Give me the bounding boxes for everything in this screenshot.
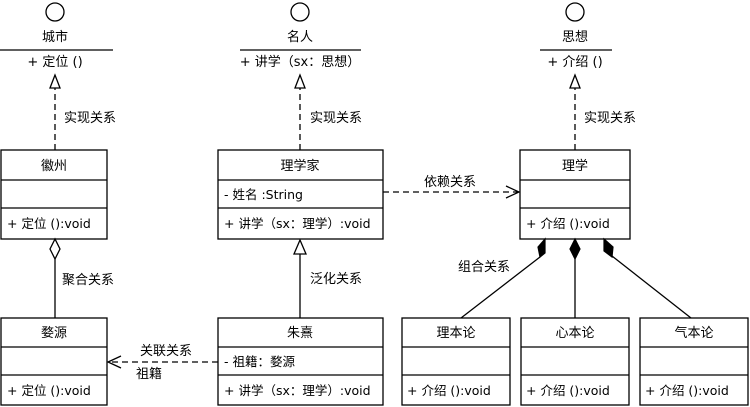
class-box [217, 317, 384, 406]
composition-diamond-right [603, 237, 614, 259]
composition-lixue-parts: 组合关系 [458, 237, 692, 319]
class-zhuxi: 朱熹 - 祖籍：婺源 + 讲学（sx：理学）:void [217, 317, 384, 406]
realization-lixue-thought: 实现关系 [569, 73, 636, 150]
realization-arrowhead [294, 73, 306, 89]
interface-name: 思想 [562, 29, 588, 45]
class-box [0, 317, 108, 406]
realization-label: 实现关系 [584, 111, 636, 126]
class-name: 心本论 [555, 326, 594, 341]
class-xinbenlun: 心本论 + 介绍 ():void [520, 317, 630, 406]
class-name: 气本论 [674, 325, 713, 341]
class-box [520, 317, 630, 406]
composition-diamond-middle [569, 237, 581, 261]
class-box [217, 149, 384, 240]
association-arrowhead [106, 355, 122, 369]
class-libenlun: 理本论 + 介绍 ():void [401, 317, 511, 406]
realization-lixuejia-celebrity: 实现关系 [294, 73, 362, 150]
interface-operation: + 定位 () [27, 55, 82, 70]
association-role: 祖籍 [136, 366, 162, 382]
class-name: 理学家 [280, 158, 319, 174]
class-operation: + 介绍 ():void [526, 383, 610, 398]
interface-celebrity: 名人 + 讲学（sx：思想） [240, 2, 361, 70]
class-operation: + 介绍 ():void [526, 216, 610, 231]
class-box [401, 317, 511, 406]
class-name: 理学 [562, 158, 588, 174]
class-operation: + 讲学（sx：理学）:void [224, 216, 371, 231]
class-operation: + 定位 ():void [7, 216, 91, 231]
class-lixue: 理学 + 介绍 ():void [519, 149, 631, 240]
composition-diamond-left [537, 237, 546, 259]
interface-circle [290, 2, 310, 22]
realization-huizhou-city: 实现关系 [49, 73, 116, 150]
dependency-label: 依赖关系 [424, 175, 476, 190]
realization-arrowhead [569, 73, 581, 89]
interface-name: 城市 [42, 29, 68, 45]
interface-operation: + 介绍 () [547, 55, 602, 70]
composition-line-left [460, 256, 541, 319]
dependency-lixuejia-lixue: 依赖关系 [383, 175, 521, 199]
class-attribute: - 祖籍：婺源 [224, 354, 295, 369]
class-attribute: - 姓名 :String [224, 187, 303, 202]
association-label: 关联关系 [140, 344, 192, 359]
composition-line-right [611, 255, 692, 319]
composition-label: 组合关系 [458, 260, 510, 275]
generalization-arrowhead [293, 238, 307, 255]
interface-circle [45, 2, 65, 22]
class-lixuejia: 理学家 - 姓名 :String + 讲学（sx：理学）:void [217, 149, 384, 240]
class-box [639, 317, 749, 406]
aggregation-huizhou-wuyuan: 聚合关系 [49, 237, 114, 318]
class-qibenlun: 气本论 + 介绍 ():void [639, 317, 749, 406]
realization-arrowhead [49, 73, 61, 89]
class-operation: + 定位 ():void [7, 383, 91, 398]
class-huizhou: 徽州 + 定位 ():void [0, 149, 108, 240]
class-name: 朱熹 [287, 326, 313, 341]
class-wuyuan: 婺源 + 定位 ():void [0, 317, 108, 406]
class-operation: + 介绍 ():void [407, 383, 491, 398]
generalization-zhuxi-lixuejia: 泛化关系 [293, 238, 362, 318]
class-operation: + 讲学（sx：理学）:void [224, 383, 371, 398]
interface-city: 城市 + 定位 () [0, 2, 113, 70]
interface-thought: 思想 + 介绍 () [540, 2, 612, 70]
class-box [0, 149, 108, 240]
interface-operation: + 讲学（sx：思想） [240, 54, 361, 70]
class-name: 理本论 [436, 326, 475, 341]
aggregation-diamond [49, 237, 61, 261]
realization-label: 实现关系 [64, 111, 116, 126]
dependency-arrowhead [505, 185, 521, 199]
interface-name: 名人 [287, 29, 313, 45]
class-operation: + 介绍 ():void [645, 383, 729, 398]
association-zhuxi-wuyuan: 关联关系 祖籍 [106, 344, 218, 382]
interface-circle [565, 2, 585, 22]
realization-label: 实现关系 [310, 111, 362, 126]
aggregation-label: 聚合关系 [62, 273, 114, 288]
generalization-label: 泛化关系 [310, 272, 362, 287]
class-name: 婺源 [41, 325, 67, 341]
class-name: 徽州 [41, 159, 67, 174]
